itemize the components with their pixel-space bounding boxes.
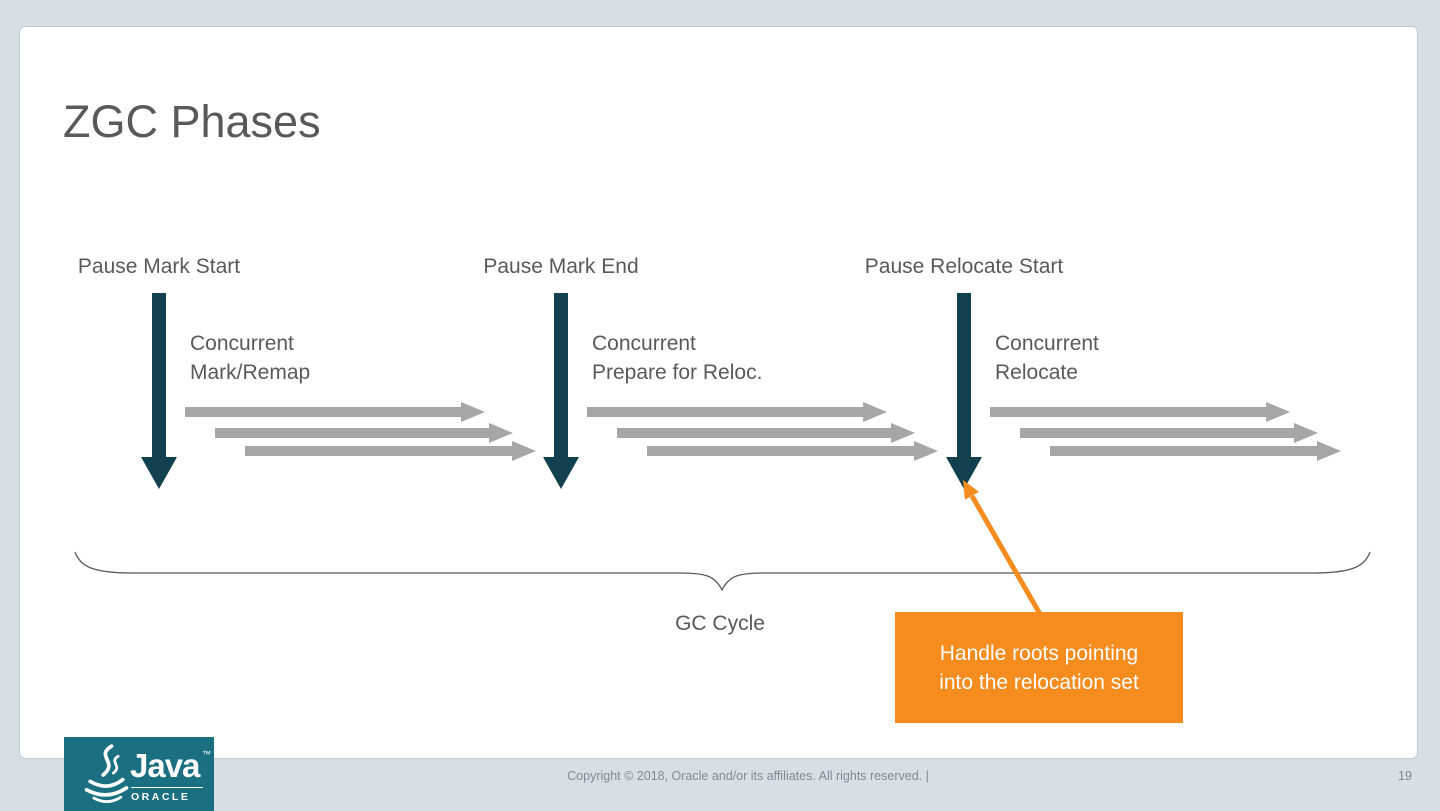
concurrent-label-line1: Concurrent bbox=[995, 332, 1099, 355]
concurrent-mark-remap-label: Concurrent Mark/Remap bbox=[190, 329, 310, 387]
concurrent-prepare-reloc-label: Concurrent Prepare for Reloc. bbox=[592, 329, 762, 387]
java-oracle-logo: Java ™ ORACLE bbox=[64, 737, 214, 811]
pause-relocate-start-arrow-down-icon bbox=[946, 293, 982, 489]
oracle-wordmark: ORACLE bbox=[131, 791, 191, 803]
callout-line1: Handle roots pointing bbox=[939, 641, 1139, 665]
concurrent-thread-arrow-icon bbox=[245, 441, 536, 461]
gc-cycle-brace bbox=[74, 551, 1371, 592]
concurrent-thread-arrow-icon bbox=[185, 402, 485, 422]
page-number: 19 bbox=[1398, 769, 1412, 783]
concurrent-thread-arrow-icon bbox=[587, 402, 887, 422]
concurrent-thread-arrow-icon bbox=[1020, 423, 1318, 443]
concurrent-thread-arrow-icon bbox=[617, 423, 915, 443]
concurrent-label-line1: Concurrent bbox=[190, 332, 294, 355]
callout-box: Handle roots pointing into the relocatio… bbox=[895, 612, 1183, 723]
concurrent-label-line2: Prepare for Reloc. bbox=[592, 361, 763, 384]
concurrent-label-line2: Relocate bbox=[995, 361, 1078, 384]
logo-divider bbox=[131, 787, 203, 788]
concurrent-label-line2: Mark/Remap bbox=[190, 361, 311, 384]
concurrent-thread-arrow-icon bbox=[1050, 441, 1341, 461]
concurrent-label-line1: Concurrent bbox=[592, 332, 696, 355]
java-wordmark: Java bbox=[130, 747, 200, 784]
callout-arrow-icon bbox=[963, 480, 1043, 616]
callout-line2: into the relocation set bbox=[939, 670, 1139, 694]
pause-mark-start-arrow-down-icon bbox=[141, 293, 177, 489]
java-trademark: ™ bbox=[202, 749, 211, 759]
slide-background bbox=[20, 27, 1417, 758]
gc-cycle-label: GC Cycle bbox=[675, 612, 765, 635]
concurrent-thread-arrow-icon bbox=[990, 402, 1290, 422]
java-steam-cup-icon bbox=[84, 744, 129, 804]
concurrent-thread-arrow-icon bbox=[215, 423, 513, 443]
page-title: ZGC Phases bbox=[63, 96, 321, 147]
footer-copyright: Copyright © 2018, Oracle and/or its affi… bbox=[567, 769, 929, 783]
pause-mark-end-arrow-down-icon bbox=[543, 293, 579, 489]
pause-mark-end-label: Pause Mark End bbox=[483, 255, 639, 278]
pause-relocate-start-label: Pause Relocate Start bbox=[864, 255, 1064, 278]
pause-mark-start-label: Pause Mark Start bbox=[77, 255, 241, 278]
concurrent-thread-arrow-icon bbox=[647, 441, 938, 461]
concurrent-relocate-label: Concurrent Relocate bbox=[995, 329, 1099, 387]
